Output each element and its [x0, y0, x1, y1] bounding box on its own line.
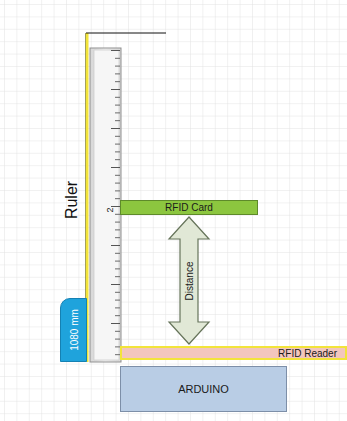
reader-label: RFID Reader [278, 348, 337, 359]
edge-label: Distance [184, 259, 195, 302]
length-label: 1080 mm [68, 309, 79, 351]
rfid-reader: RFID Reader [120, 346, 347, 360]
arduino-board: ARDUINO [120, 366, 287, 412]
top-line [86, 33, 166, 34]
ruler-face [94, 50, 119, 360]
length-tag: 1080 mm [60, 298, 87, 362]
ruler-ticks [110, 50, 120, 360]
rfid-card: RFID Card [120, 200, 258, 215]
board-label: ARDUINO [178, 383, 229, 395]
card-label: RFID Card [165, 202, 213, 213]
ruler-mark: 2 [106, 207, 116, 212]
ruler-heading: Ruler [63, 181, 81, 219]
ruler-major-ticks [110, 50, 120, 360]
ruler-body [90, 48, 121, 362]
double-arrow [169, 217, 209, 344]
ruler: Ruler2 [90, 48, 121, 362]
